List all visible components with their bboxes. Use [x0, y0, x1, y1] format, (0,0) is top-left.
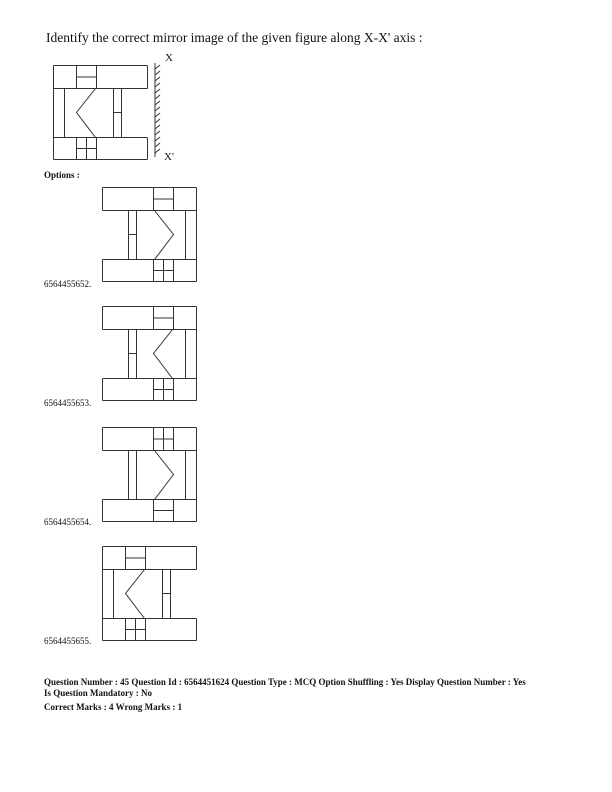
- option-figure-3[interactable]: [102, 427, 197, 522]
- hatch-mark: [154, 142, 161, 148]
- axis-label-x: X: [165, 52, 173, 64]
- mirror-line: [154, 63, 161, 157]
- chevron: [75, 88, 96, 138]
- question-figure: [53, 65, 148, 160]
- chevron: [154, 450, 175, 500]
- hatch-mark: [154, 106, 161, 112]
- hatch-mark: [154, 124, 161, 130]
- hatch-mark: [154, 70, 161, 76]
- question-text: Identify the correct mirror image of the…: [46, 30, 423, 45]
- question-meta-line-2: Is Question Mandatory : No: [44, 688, 153, 698]
- hatch-mark: [154, 64, 161, 70]
- hatch-mark: [154, 130, 161, 136]
- options-heading: Options :: [44, 170, 80, 180]
- option-id-1[interactable]: 6564455652.: [44, 279, 92, 289]
- chevron: [124, 569, 145, 619]
- question-meta-line-3: Correct Marks : 4 Wrong Marks : 1: [44, 702, 183, 712]
- option-figure-1[interactable]: [102, 187, 197, 282]
- option-figure-4[interactable]: [102, 546, 197, 641]
- hatch-mark: [154, 148, 161, 154]
- hatch-mark: [154, 112, 161, 118]
- hatch-mark: [154, 94, 161, 100]
- option-figure-2[interactable]: [102, 306, 197, 401]
- option-id-2[interactable]: 6564455653.: [44, 398, 92, 408]
- chevron: [152, 329, 173, 379]
- hatch-mark: [154, 88, 161, 94]
- hatch-mark: [154, 100, 161, 106]
- hatch-mark: [154, 76, 161, 82]
- option-id-3[interactable]: 6564455654.: [44, 517, 92, 527]
- hatch-mark: [154, 136, 161, 142]
- hatch-mark: [154, 82, 161, 88]
- axis-label-x-prime: X': [164, 151, 174, 163]
- question-meta-line-1: Question Number : 45 Question Id : 65644…: [44, 677, 526, 687]
- hatch-mark: [154, 118, 161, 124]
- chevron: [154, 210, 175, 260]
- option-id-4[interactable]: 6564455655.: [44, 636, 92, 646]
